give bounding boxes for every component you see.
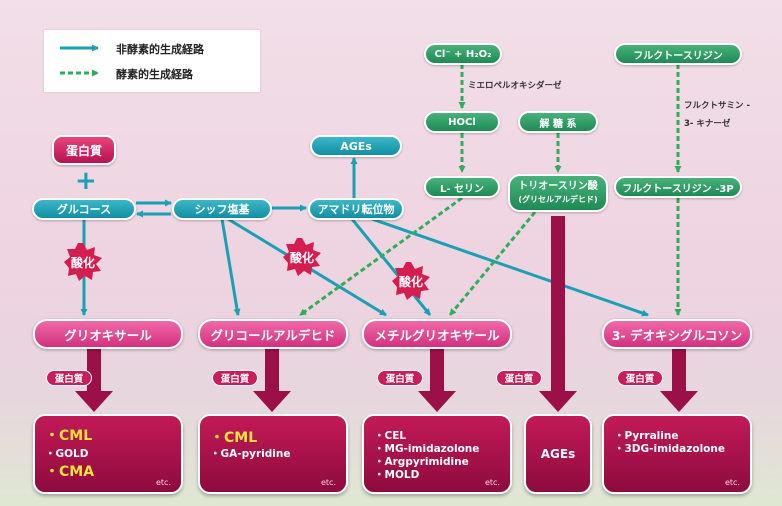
arrow-triose-to-ages: [539, 216, 577, 412]
schiff-base-node: シッフ塩基: [172, 198, 272, 220]
arrow-schiff-to-glycolaldehyde: [220, 218, 241, 316]
product-argpyrimidine: ・Argpyrimidine: [374, 456, 469, 468]
legend-enzymatic: 酵素的生成経路: [116, 68, 193, 81]
etc-label: etc.: [156, 478, 171, 487]
etc-label: etc.: [725, 478, 740, 487]
product-mg-imidazolone: ・MG-imidazolone: [374, 443, 480, 455]
glyoxal-products: ・CML ・GOLD ・CMA etc.: [33, 414, 183, 494]
glucose-node: グルコース: [32, 198, 136, 220]
arrow-methylglyoxal-to-result: [418, 347, 456, 412]
fructosamine-kinase-label-1: フルクトサミン -: [684, 101, 750, 111]
oxidation-badge-3: 酸化: [392, 262, 430, 300]
etc-label: etc.: [321, 478, 336, 487]
protein-tag-4: 蛋白質: [496, 370, 542, 386]
legend-non-enzymatic: 非酵素的生成経路: [116, 43, 204, 56]
product-cml-1: ・CML: [45, 428, 93, 444]
myeloperoxidase-label: ミエロペルオキシダーゼ: [468, 81, 562, 91]
hocl-node: HOCl: [424, 111, 500, 133]
legend-keys: [60, 44, 99, 77]
protein-tag-5: 蛋白質: [617, 370, 663, 386]
cl-h2o2-node: Cl⁻ + H₂O₂: [424, 43, 502, 65]
deoxyglucosone-node: 3- デオキシグルコソン: [602, 319, 752, 349]
ages-result-box: AGEs: [524, 414, 592, 494]
product-gold: ・GOLD: [45, 448, 89, 460]
fructoselysine-node: フルクトースリジン: [614, 43, 742, 65]
arrow-deoxyglucosone-to-result: [660, 347, 698, 412]
protein-tag-3: 蛋白質: [377, 370, 423, 386]
arrow-glycolaldehyde-to-result: [253, 347, 291, 412]
glycolaldehyde-node: グリコールアルデヒド: [198, 319, 348, 349]
amadori-node: アマドリ転位物: [308, 198, 404, 220]
ages-result: AGEs: [540, 447, 576, 461]
product-pyrraline: ・Pyrraline: [614, 430, 679, 442]
protein-tag-1: 蛋白質: [46, 370, 92, 386]
arrow-lserine-to-glycolaldehyde: [299, 196, 463, 317]
arrow-amadori-to-deoxyglucosone: [371, 217, 649, 317]
fructoselysine-3p-node: フルクトースリジン -3P: [614, 176, 742, 198]
product-cel: ・CEL: [374, 430, 407, 442]
l-serine-node: L- セリン: [424, 176, 500, 198]
legend: 非酵素的生成経路 酵素的生成経路: [44, 30, 260, 92]
methylglyoxal-products: ・CEL ・MG-imidazolone ・Argpyrimidine ・MOL…: [362, 414, 512, 494]
triose-phosphate-node: トリオースリン酸 (グリセルアルデヒド): [508, 174, 608, 212]
product-mold: ・MOLD: [374, 469, 420, 481]
product-ga-pyridine: ・GA-pyridine: [210, 448, 291, 460]
methylglyoxal-node: メチルグリオキサール: [362, 319, 512, 349]
arrow-glyoxal-to-result: [75, 347, 113, 412]
ages-top-node: AGEs: [310, 135, 402, 157]
glyoxal-node: グリオキサール: [33, 319, 183, 349]
oxidation-badge-2: 酸化: [283, 238, 321, 276]
etc-label: etc.: [485, 478, 500, 487]
arrow-amadori-to-methylglyoxal: [350, 218, 432, 316]
plus-sign: +: [75, 166, 97, 196]
triose-line2: (グリセルアルデヒド): [518, 195, 598, 204]
product-3dg-imidazolone: ・3DG-imidazolone: [614, 443, 725, 455]
glycolysis-node: 解 糖 系: [518, 111, 598, 133]
oxidation-badge-1: 酸化: [64, 243, 102, 281]
glycolaldehyde-products: ・CML ・GA-pyridine etc.: [198, 414, 348, 494]
deoxyglucosone-products: ・Pyrraline ・3DG-imidazolone etc.: [602, 414, 752, 494]
product-cma: ・CMA: [45, 464, 95, 480]
protein-box: 蛋白質: [52, 135, 116, 165]
triose-line1: トリオースリン酸: [518, 181, 598, 192]
product-cml-2: ・CML: [210, 430, 258, 446]
fructosamine-kinase-label-2: 3- キナーゼ: [684, 119, 731, 129]
protein-tag-2: 蛋白質: [212, 370, 258, 386]
